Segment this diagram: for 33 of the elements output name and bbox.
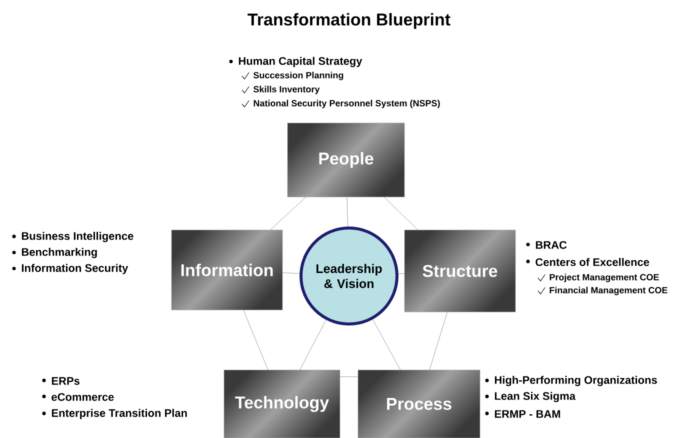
bullet-text: ERPs bbox=[52, 377, 80, 385]
title: Transformation Blueprint bbox=[248, 13, 450, 29]
bullet-text: Lean Six Sigma bbox=[494, 392, 576, 402]
bullet-text: Human Capital Strategy bbox=[238, 56, 362, 68]
bullet-text: eCommerce bbox=[52, 393, 114, 401]
connector-line bbox=[282, 272, 300, 274]
bullet-text: High-Performing Organizations bbox=[494, 376, 657, 386]
category-box: Technology bbox=[224, 370, 340, 438]
category-box: Process bbox=[358, 370, 480, 438]
connector-line bbox=[300, 320, 326, 370]
connector-line bbox=[270, 197, 306, 230]
bullet-text: Skills Inventory bbox=[253, 86, 320, 94]
bullet-text: BRAC bbox=[536, 241, 567, 249]
category-box: Information bbox=[171, 230, 283, 310]
bullet-text: National Security Personnel System (NSPS) bbox=[254, 100, 440, 108]
bullet-text: Succession Planning bbox=[253, 72, 344, 80]
connector-line bbox=[340, 376, 358, 377]
bullet-text: Enterprise Transition Plan bbox=[52, 408, 187, 420]
connector-line bbox=[346, 197, 348, 227]
bullet-text: Project Management COE bbox=[550, 274, 659, 282]
bullet-text: Benchmarking bbox=[22, 248, 97, 258]
bullet-text: Business Intelligence bbox=[22, 232, 134, 242]
connector-line bbox=[243, 310, 268, 370]
connector-line bbox=[398, 273, 404, 274]
bullet-text: Information Security bbox=[22, 264, 128, 274]
bullet-text: ERMP - BAM bbox=[494, 410, 560, 418]
bullet-text: Financial Management COE bbox=[550, 286, 668, 296]
category-box: People bbox=[287, 122, 405, 198]
connector-line bbox=[384, 197, 418, 230]
connector-line bbox=[372, 319, 400, 370]
connector-line bbox=[429, 312, 448, 370]
category-box: Structure bbox=[404, 230, 516, 312]
bullet-text: Centers of Excellence bbox=[536, 258, 650, 266]
